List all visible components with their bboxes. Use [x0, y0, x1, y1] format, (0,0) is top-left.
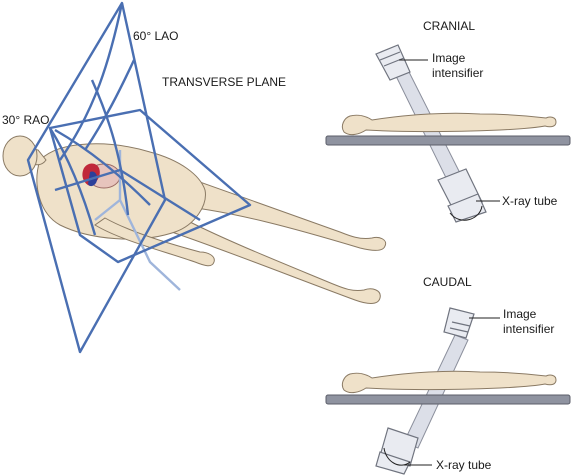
caudal-table [325, 394, 571, 405]
caudal-intensifier-label-line2: intensifier [503, 322, 554, 336]
transverse-plane [94, 150, 181, 291]
label-60-lao: 60° LAO [133, 29, 179, 43]
caudal-patient [341, 370, 557, 394]
cranial-intensifier-label-line2: intensifier [432, 66, 483, 80]
label-30-rao: 30° RAO [2, 113, 49, 127]
cranial-patient [341, 112, 557, 136]
rao-plane [48, 108, 252, 264]
caudal-x-ray-tube [375, 427, 419, 475]
cranial-tube-label: X-ray tube [502, 194, 558, 208]
label-transverse-plane: TRANSVERSE PLANE [162, 75, 286, 89]
cranial-view: CRANIAL Image intensifier X-ray tube [325, 19, 571, 223]
caudal-tube-label: X-ray tube [436, 458, 492, 472]
cranial-table [325, 135, 571, 146]
caudal-image-intensifier [443, 307, 475, 339]
label-cranial: CRANIAL [423, 19, 475, 33]
cranial-image-intensifier [375, 44, 411, 81]
caudal-view: CAUDAL Image intensifier X-ray tube [325, 275, 571, 475]
caudal-intensifier-label-line1: Image [503, 307, 537, 321]
lao-plane [26, 1, 167, 354]
caudal-c-arm-rod [403, 334, 469, 449]
cranial-x-ray-tube [437, 168, 487, 223]
cranial-intensifier-label-line1: Image [432, 51, 466, 65]
label-caudal: CAUDAL [423, 275, 472, 289]
